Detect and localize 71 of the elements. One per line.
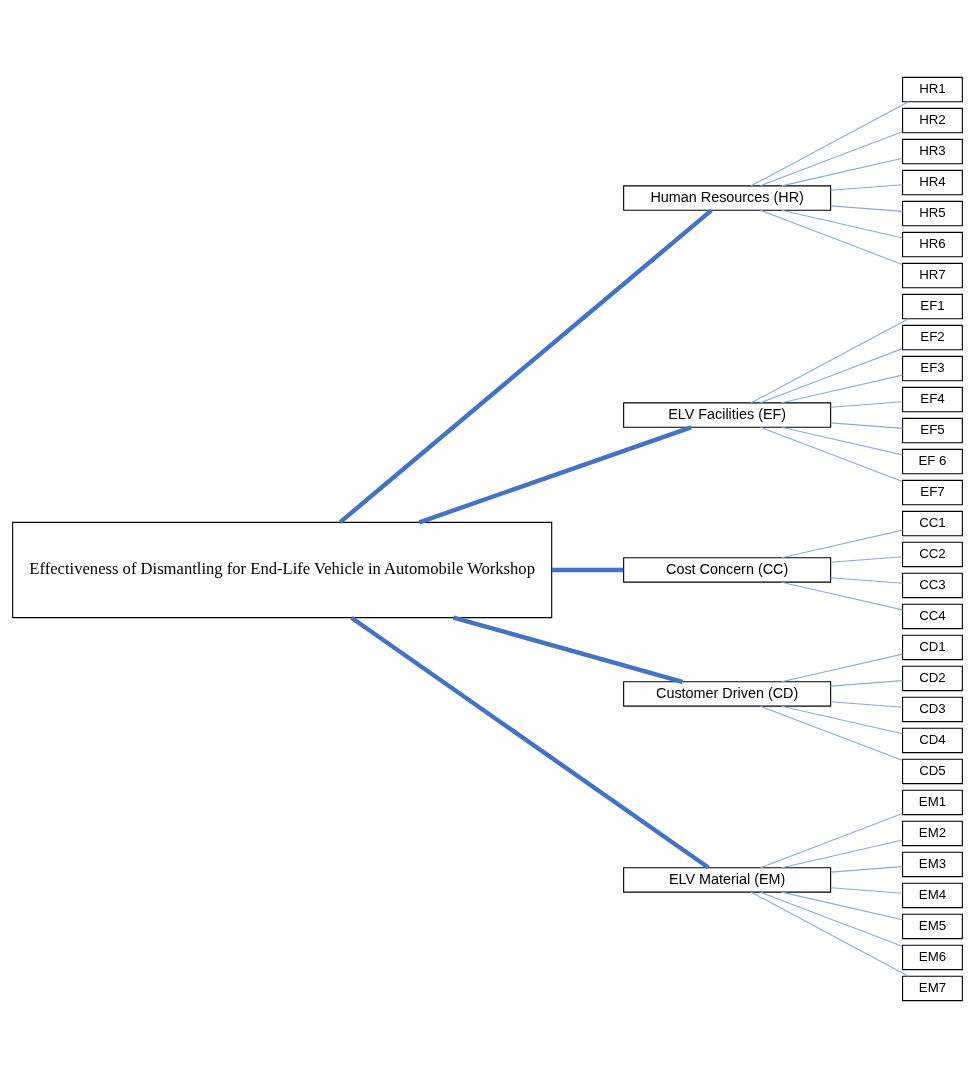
connector xyxy=(830,204,904,212)
node-box: EF2 xyxy=(902,324,963,350)
node-box: Effectiveness of Dismantling for End-Life Vehicle in Automobile Workshop xyxy=(12,521,553,618)
connector xyxy=(830,576,904,584)
connector xyxy=(759,209,903,265)
connector xyxy=(759,130,903,186)
connector xyxy=(781,157,903,186)
node-box: CC3 xyxy=(902,572,963,598)
node-box: CD3 xyxy=(902,696,963,722)
connector xyxy=(350,615,710,869)
connector xyxy=(759,812,903,868)
node-box: EM4 xyxy=(902,882,963,908)
node-box: EF7 xyxy=(902,479,963,505)
node-box: CD2 xyxy=(902,665,963,691)
connector xyxy=(830,700,904,708)
node-box: Human Resources (HR) xyxy=(623,184,832,211)
node-box: Cost Concern (CC) xyxy=(623,556,832,583)
connector xyxy=(750,317,910,403)
node-box: CC1 xyxy=(902,510,963,536)
connector xyxy=(781,581,903,610)
node-box: EF1 xyxy=(902,293,963,319)
connector xyxy=(781,529,903,558)
connector xyxy=(759,705,903,761)
connector xyxy=(552,567,624,572)
node-box: HR5 xyxy=(902,200,963,226)
node-box: CD5 xyxy=(902,758,963,784)
node-box: HR1 xyxy=(902,76,963,102)
connector xyxy=(781,705,903,734)
connector xyxy=(830,679,904,687)
node-box: EM2 xyxy=(902,820,963,846)
connector xyxy=(781,891,903,920)
node-box: ELV Facilities (EF) xyxy=(623,401,832,428)
node-box: ELV Material (EM) xyxy=(623,866,832,893)
node-box: EF3 xyxy=(902,355,963,381)
node-box: CD4 xyxy=(902,727,963,753)
connector xyxy=(759,347,903,403)
connector xyxy=(830,865,904,873)
node-box: HR6 xyxy=(902,231,963,257)
node-box: Customer Driven (CD) xyxy=(623,680,832,707)
connector xyxy=(830,886,904,894)
node-box: EF5 xyxy=(902,417,963,443)
node-box: EM1 xyxy=(902,789,963,815)
connector xyxy=(750,100,910,186)
connector xyxy=(781,374,903,403)
connector xyxy=(781,653,903,682)
node-box: EM6 xyxy=(902,944,963,970)
connector xyxy=(750,891,910,977)
node-box: HR3 xyxy=(902,138,963,164)
node-box: HR2 xyxy=(902,107,963,133)
node-box: CC4 xyxy=(902,603,963,629)
node-box: EF4 xyxy=(902,386,963,412)
node-box: EM3 xyxy=(902,851,963,877)
node-box: CC2 xyxy=(902,541,963,567)
connector xyxy=(338,208,713,524)
node-box: EM5 xyxy=(902,913,963,939)
connector xyxy=(830,183,904,191)
connector xyxy=(830,421,904,429)
connector xyxy=(830,555,904,563)
connector xyxy=(830,400,904,408)
connector xyxy=(781,839,903,868)
node-box: EM7 xyxy=(902,975,963,1001)
connector xyxy=(781,426,903,455)
connector xyxy=(759,891,903,947)
connector xyxy=(781,209,903,238)
connector xyxy=(452,615,684,684)
connector xyxy=(418,424,692,524)
node-box: CD1 xyxy=(902,634,963,660)
node-box: EF 6 xyxy=(902,448,963,474)
connector xyxy=(759,426,903,482)
node-box: HR4 xyxy=(902,169,963,195)
node-box: HR7 xyxy=(902,262,963,288)
